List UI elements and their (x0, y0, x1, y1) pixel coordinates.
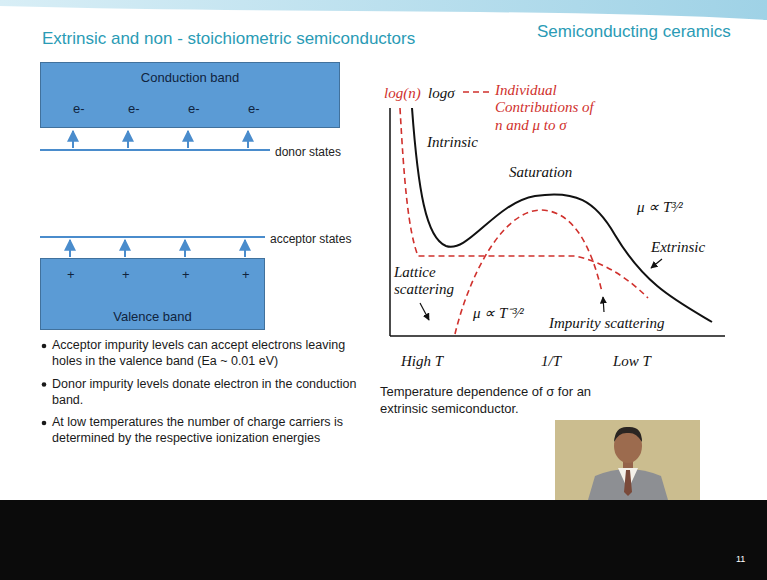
axis-label-box: High T (400, 352, 444, 370)
axis-label: 1/T (540, 353, 562, 370)
region-label-box: Saturation (508, 163, 573, 181)
conduction-band: Conduction band e-e-e-e- (40, 62, 340, 128)
valence-band: + + + + Valence band (40, 258, 265, 330)
level-label: acceptor states (270, 232, 351, 246)
band-name: Conduction band (141, 70, 239, 85)
mobility-law: μ ∝ T⁻³⁄² (472, 305, 525, 322)
mechanism-label-box: Impurity scattering (548, 314, 665, 332)
axis-label-box: logσ (427, 84, 456, 102)
excitation-arrow (247, 131, 249, 148)
electron-symbol: e- (73, 101, 85, 116)
mechanism-label: Impurity scattering (548, 315, 665, 332)
x-axis (390, 335, 725, 337)
axis-label-box: 1/T (540, 352, 562, 370)
bullet-text: Acceptor impurity levels can accept elec… (52, 337, 357, 370)
section-heading-box: Semiconducting ceramics (537, 22, 731, 42)
electron-symbol: e- (128, 101, 140, 116)
axis-label-box: Low T (612, 352, 652, 370)
leader-arrow (603, 297, 604, 312)
level-label: donor states (275, 145, 341, 159)
legend-entry: Individual Contributions of n and μ to σ (462, 82, 600, 134)
bullet-dot (42, 382, 47, 387)
region-label-box: Extrinsic (650, 238, 706, 256)
hole-symbol: + (182, 267, 190, 282)
bullet-text-box: Donor impurity levels donate electron in… (52, 376, 357, 409)
mobility-law: μ ∝ T³⁄² (636, 199, 684, 216)
region-label-box: Intrinsic (426, 133, 479, 151)
level-label-box: donor states (275, 142, 341, 160)
excitation-arrow (124, 240, 126, 257)
axis-label: log(n) (383, 85, 422, 102)
presenter-tie (624, 470, 632, 496)
legend-text: Individual Contributions of n and μ to σ (494, 82, 600, 134)
legend-sample (462, 84, 490, 100)
axis-label: High T (400, 353, 444, 370)
slide-title: Extrinsic and non - stoichiometric semic… (42, 29, 415, 49)
hole-symbol: + (122, 267, 130, 282)
electron-symbol: e- (188, 101, 200, 116)
region-label: Extrinsic (650, 239, 706, 256)
legend-line (463, 91, 489, 93)
axis-label: Low T (612, 353, 652, 370)
bullet-text: At low temperatures the number of charge… (52, 414, 357, 447)
mobility-law-box: μ ∝ T⁻³⁄² (472, 304, 525, 322)
y-axis (389, 108, 391, 336)
caption-box: Temperature dependence of σ for an extri… (380, 384, 630, 418)
bullet-text-box: Acceptor impurity levels can accept elec… (52, 337, 357, 370)
hole-symbol: + (242, 267, 250, 282)
bullet-dot (42, 344, 47, 349)
mechanism-label: Lattice scattering (393, 264, 459, 299)
presenter-backdrop (555, 420, 700, 500)
bullet-text: Donor impurity levels donate electron in… (52, 376, 357, 409)
bullet-dot (42, 421, 47, 426)
presenter-hair (614, 427, 642, 442)
donor-level (40, 149, 270, 151)
page-number-box: 11 (736, 548, 745, 566)
electron-symbol: e- (248, 101, 260, 116)
presenter-suit (588, 469, 668, 500)
excitation-arrow (184, 240, 186, 257)
bullet-text-box: At low temperatures the number of charge… (52, 414, 357, 447)
axis-label: logσ (427, 85, 456, 102)
legend-text-box: Individual Contributions of n and μ to σ (494, 82, 600, 134)
hole-symbol: + (67, 267, 75, 282)
section-heading: Semiconducting ceramics (537, 22, 731, 42)
page-number: 11 (736, 554, 745, 564)
bottom-band (0, 500, 767, 580)
top-swoosh (0, 0, 767, 20)
title-box: Extrinsic and non - stoichiometric semic… (42, 29, 415, 49)
mechanism-label-box: Lattice scattering (393, 264, 459, 299)
excitation-arrow (72, 131, 74, 148)
band-name: Valence band (113, 309, 192, 324)
excitation-arrow (187, 131, 189, 148)
acceptor-level (40, 236, 265, 238)
excitation-arrow (127, 131, 129, 148)
leader-arrow (651, 259, 662, 268)
leader-arrow (420, 303, 429, 320)
mobility-law-box: μ ∝ T³⁄² (636, 198, 684, 216)
excitation-arrow (69, 240, 71, 257)
excitation-arrow (244, 240, 246, 257)
level-label-box: acceptor states (270, 229, 351, 247)
region-label: Intrinsic (426, 134, 479, 151)
axis-label-box: log(n) (383, 84, 422, 102)
region-label: Saturation (508, 164, 573, 181)
figure-caption: Temperature dependence of σ for an extri… (380, 384, 630, 418)
